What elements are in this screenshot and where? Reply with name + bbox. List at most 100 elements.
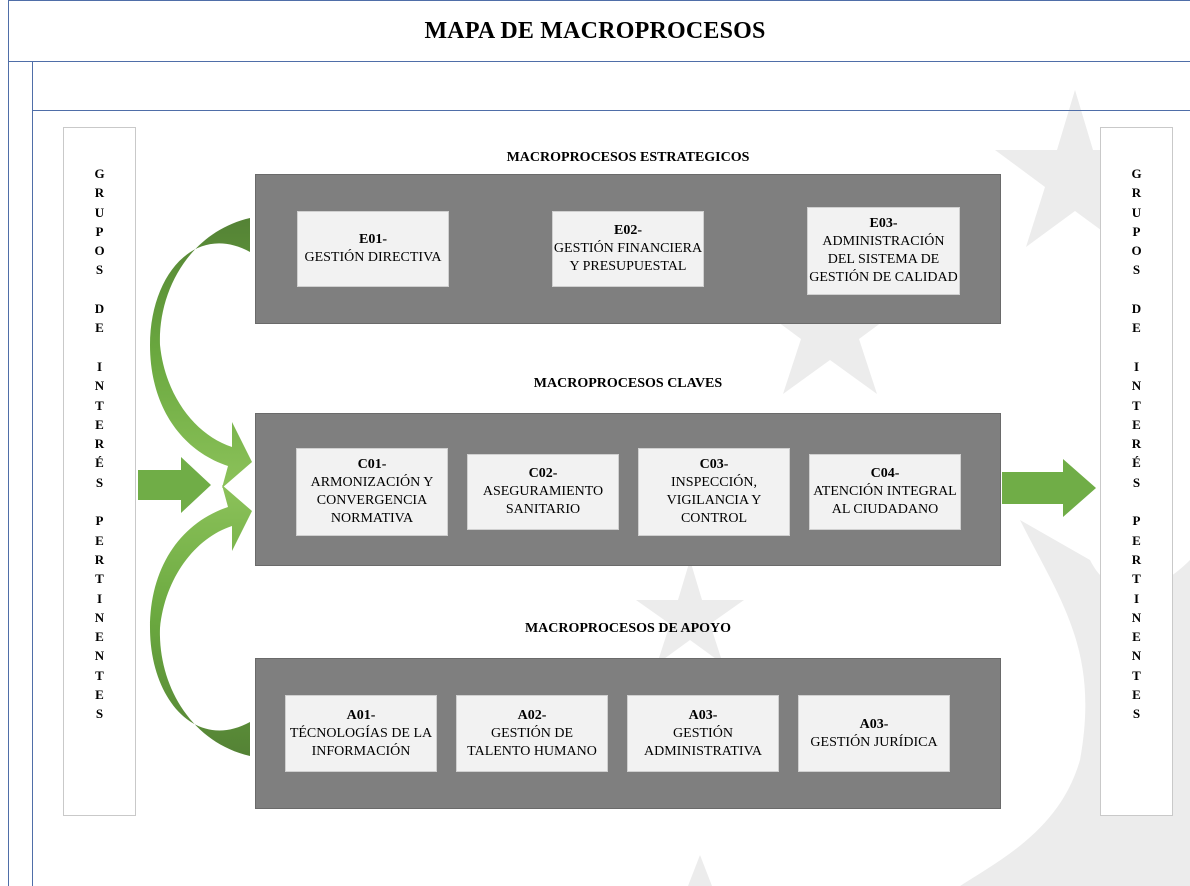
stakeholder-letter: T xyxy=(95,667,104,683)
process-name: INSPECCIÓN, VIGILANCIA Y CONTROL xyxy=(666,475,762,526)
stakeholder-letter: E xyxy=(95,532,104,548)
stakeholder-letter: E xyxy=(95,687,104,703)
stakeholder-letter: O xyxy=(94,243,105,259)
stakeholder-letter: P xyxy=(95,223,104,239)
process-name: ARMONIZACIÓN Y CONVERGENCIA NORMATIVA xyxy=(310,475,434,526)
stakeholder-letter: É xyxy=(1132,455,1141,471)
stakeholder-letter: O xyxy=(1131,243,1142,259)
stakeholder-letter: I xyxy=(96,590,103,606)
process-name: GESTIÓN DIRECTIVA xyxy=(304,250,442,265)
stakeholder-letter: D xyxy=(94,301,105,317)
process-code: A01- xyxy=(346,707,376,723)
process-name: ADMINISTRACIÓN DEL SISTEMA DE GESTIÓN DE… xyxy=(809,234,958,285)
stakeholder-letter: S xyxy=(1132,706,1141,722)
stakeholder-letter: T xyxy=(95,571,104,587)
stakeholder-letter: I xyxy=(96,358,103,374)
stakeholder-letter: R xyxy=(94,551,105,567)
stakeholder-letter: N xyxy=(1131,609,1142,625)
process-code: C02- xyxy=(528,466,558,481)
strategic-section-title: MACROPROCESOS ESTRATEGICOS xyxy=(506,150,750,165)
curved-arrow-support-to-key xyxy=(150,485,252,756)
stakeholder-letter: U xyxy=(94,204,105,220)
stakeholder-letter: R xyxy=(1131,436,1142,452)
stakeholder-letter: T xyxy=(1132,397,1141,413)
process-name: GESTIÓN FINANCIERA Y PRESUPUESTAL xyxy=(553,241,703,274)
process-code: E01- xyxy=(359,232,387,247)
stakeholder-letter: G xyxy=(1131,166,1142,181)
key-panel: C01- ARMONIZACIÓN Y CONVERGENCIA NORMATI… xyxy=(255,413,1001,566)
process-card-a01[interactable]: A01- TÉCNOLOGÍAS DE LA INFORMACIÓN xyxy=(285,695,437,772)
process-code: E03- xyxy=(869,216,898,231)
process-card-c03[interactable]: C03- INSPECCIÓN, VIGILANCIA Y CONTROL xyxy=(638,448,790,536)
stakeholder-letter: E xyxy=(95,416,104,432)
stakeholder-letter: G xyxy=(94,166,105,181)
process-card-c01[interactable]: C01- ARMONIZACIÓN Y CONVERGENCIA NORMATI… xyxy=(296,448,448,536)
process-card-c04[interactable]: C04- ATENCIÓN INTEGRAL AL CIUDADANO xyxy=(809,454,961,530)
process-name: GESTIÓN DE TALENTO HUMANO xyxy=(467,725,597,759)
stakeholder-letter: N xyxy=(1131,648,1142,664)
process-card-a02[interactable]: A02- GESTIÓN DE TALENTO HUMANO xyxy=(456,695,608,772)
support-panel: A01- TÉCNOLOGÍAS DE LA INFORMACIÓN A02- … xyxy=(255,658,1001,809)
stakeholder-letter: T xyxy=(1132,667,1141,683)
stakeholder-letter: S xyxy=(1132,474,1141,490)
support-section-title: MACROPROCESOS DE APOYO xyxy=(524,621,732,636)
process-name: GESTIÓN ADMINISTRATIVA xyxy=(644,725,762,759)
process-card-e03[interactable]: E03- ADMINISTRACIÓN DEL SISTEMA DE GESTI… xyxy=(807,207,960,295)
stakeholder-letter: P xyxy=(1132,223,1141,239)
stakeholder-letter: E xyxy=(95,320,104,336)
process-card-a03[interactable]: A03- GESTIÓN ADMINISTRATIVA xyxy=(627,695,779,772)
stakeholder-letter: R xyxy=(94,185,105,201)
process-code: A03- xyxy=(688,707,718,723)
stakeholder-letter: I xyxy=(1133,590,1140,606)
stakeholder-letter: E xyxy=(1132,629,1141,645)
stakeholder-letter: R xyxy=(1131,185,1142,201)
process-code: A02- xyxy=(517,707,547,723)
stakeholder-letter: E xyxy=(1132,320,1141,336)
output-arrow xyxy=(1002,459,1096,517)
stakeholder-letter: S xyxy=(95,262,104,278)
input-arrow xyxy=(138,457,211,513)
stakeholder-letter: N xyxy=(94,609,105,625)
process-card-a04[interactable]: A03- GESTIÓN JURÍDICA xyxy=(798,695,950,772)
stakeholder-letter: E xyxy=(1132,532,1141,548)
process-code: E02- xyxy=(614,223,642,238)
left-border xyxy=(8,0,9,886)
stakeholder-letter: I xyxy=(1133,358,1140,374)
process-card-e02[interactable]: E02- GESTIÓN FINANCIERA Y PRESUPUESTAL xyxy=(552,211,704,287)
title-frame xyxy=(8,0,1190,62)
stakeholder-letter: S xyxy=(95,474,104,490)
curved-arrow-strategic-to-key xyxy=(150,218,252,488)
stakeholder-letter: S xyxy=(95,706,104,722)
key-section-title: MACROPROCESOS CLAVES xyxy=(533,376,723,391)
process-code: C03- xyxy=(699,457,729,472)
stakeholder-letter: N xyxy=(94,378,105,394)
process-code: C01- xyxy=(357,457,387,472)
process-name: ATENCIÓN INTEGRAL AL CIUDADANO xyxy=(813,484,957,517)
stakeholder-letter: R xyxy=(94,436,105,452)
process-name: ASEGURAMIENTO SANITARIO xyxy=(482,484,604,517)
process-card-c02[interactable]: C02- ASEGURAMIENTO SANITARIO xyxy=(467,454,619,530)
strategic-panel: E01- GESTIÓN DIRECTIVA E02- GESTIÓN FINA… xyxy=(255,174,1001,324)
process-name: GESTIÓN JURÍDICA xyxy=(810,734,938,750)
stakeholder-letter: É xyxy=(95,455,104,471)
process-name: TÉCNOLOGÍAS DE LA INFORMACIÓN xyxy=(289,725,433,759)
page-title: MAPA DE MACROPROCESOS xyxy=(424,18,766,44)
stakeholder-letter: D xyxy=(1131,301,1142,317)
stakeholder-letter: E xyxy=(95,629,104,645)
stakeholder-letter: P xyxy=(1132,513,1141,529)
inner-left-border xyxy=(32,62,33,886)
stakeholder-letter: U xyxy=(1131,204,1142,220)
stakeholder-letter: E xyxy=(1132,416,1141,432)
stakeholder-letter: T xyxy=(95,397,104,413)
stakeholder-letter: N xyxy=(94,648,105,664)
process-code: A03- xyxy=(859,716,889,732)
stakeholder-letter: P xyxy=(95,513,104,529)
header-divider xyxy=(32,110,1190,111)
process-card-e01[interactable]: E01- GESTIÓN DIRECTIVA xyxy=(297,211,449,287)
stakeholder-letter: T xyxy=(1132,571,1141,587)
